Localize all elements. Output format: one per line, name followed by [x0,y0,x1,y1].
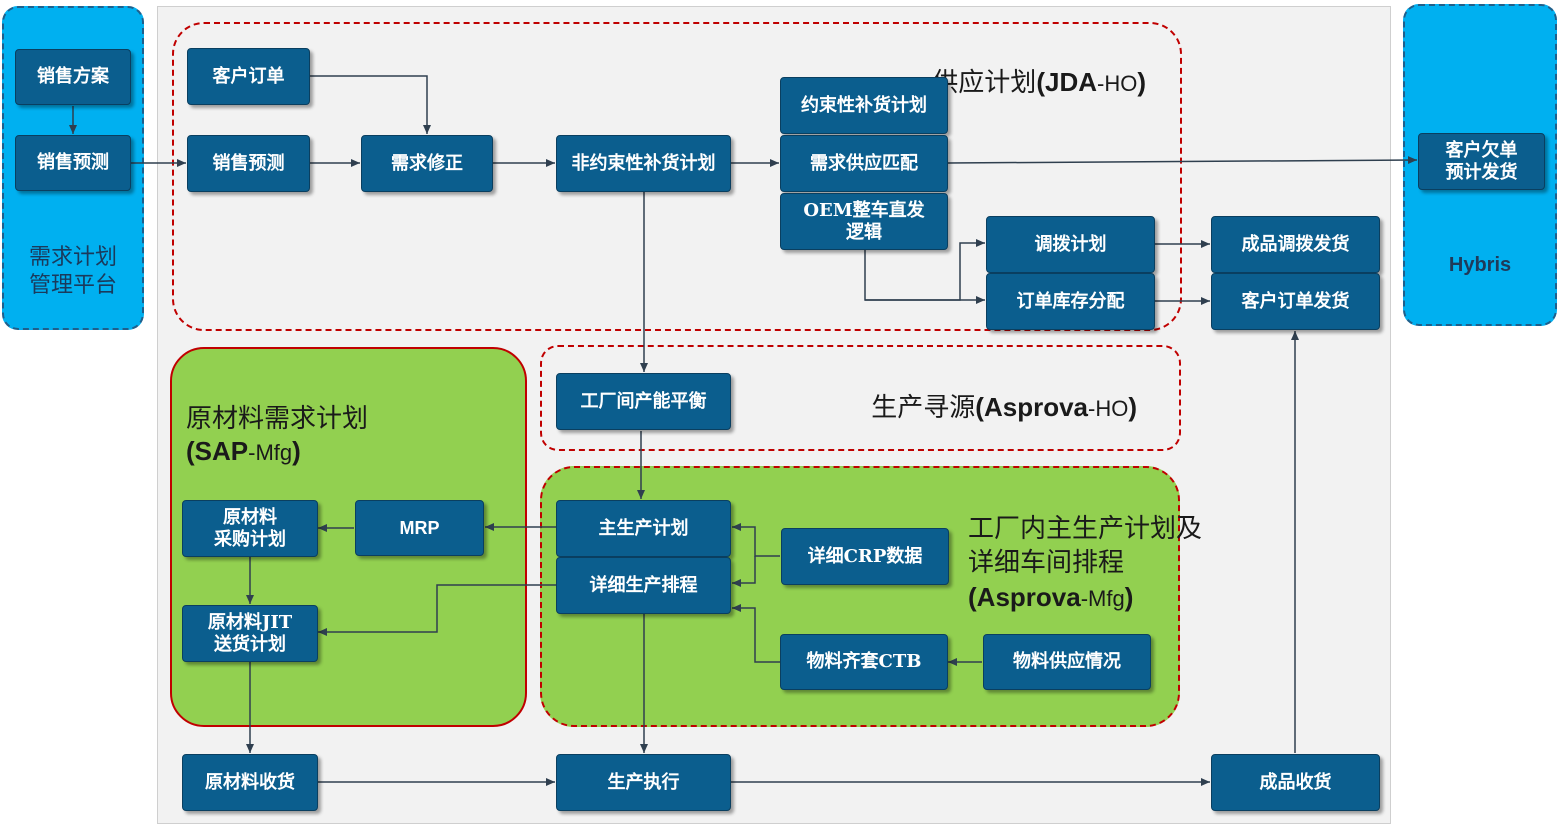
node-order-inventory-alloc[interactable]: 订单库存分配 [986,273,1155,330]
node-constrained-plan[interactable]: 约束性补货计划 [780,77,948,134]
in-factory-title-text: 工厂内主生产计划及 详细车间排程 [968,514,1203,578]
node-raw-material-receipt[interactable]: 原材料收货 [182,754,318,811]
node-raw-material-purchase[interactable]: 原材料 采购计划 [182,500,318,557]
production-sourcing-title-text: 生产寻源 [871,393,976,423]
node-customer-backorder[interactable]: 客户欠单 预计发货 [1418,133,1545,190]
node-fg-receipt[interactable]: 成品收货 [1211,754,1380,811]
in-factory-system: Asprova [976,582,1081,612]
raw-material-system: SAP [194,436,249,466]
edge-order-to-correction [310,75,431,134]
node-fg-transfer-ship[interactable]: 成品调拨发货 [1211,216,1380,273]
node-inter-factory-balance[interactable]: 工厂间产能平衡 [556,373,731,430]
supply-plan-region-title: 供应计划(JDA-HO) [932,67,1146,98]
supply-plan-region: 供应计划(JDA-HO) [172,22,1182,331]
production-sourcing-suffix: -HO [1088,396,1129,421]
node-sales-forecast-left[interactable]: 销售预测 [15,135,131,191]
node-material-ctb[interactable]: 物料齐套CTB [780,634,948,690]
node-unconstrained-plan[interactable]: 非约束性补货计划 [556,135,731,192]
node-raw-material-jit[interactable]: 原材料JIT 送货计划 [182,605,318,662]
production-sourcing-region: 生产寻源(Asprova-HO) [540,345,1181,451]
edge-crp-to-schedule [732,556,756,587]
in-factory-region-title: 工厂内主生产计划及 详细车间排程(Asprova-Mfg) [968,514,1203,612]
edge-match-to-backorder [947,156,1418,165]
edge-schedule-to-jit [318,584,556,636]
node-sales-plan[interactable]: 销售方案 [15,49,131,105]
hybris-platform-title: Hybris [1448,254,1512,276]
node-customer-order-ship[interactable]: 客户订单发货 [1211,273,1380,330]
node-detailed-crp[interactable]: 详细CRP数据 [781,528,949,585]
node-demand-supply-match[interactable]: 需求供应匹配 [780,135,948,192]
in-factory-suffix: -Mfg [1080,586,1125,611]
node-demand-correction[interactable]: 需求修正 [361,135,493,192]
edge-crp-to-mps [732,523,780,557]
raw-material-title-text: 原材料需求计划 [186,404,369,434]
node-oem-direct[interactable]: OEM整车直发 逻辑 [780,193,948,250]
node-master-production-plan[interactable]: 主生产计划 [556,500,731,557]
supply-plan-suffix: -HO [1097,71,1138,96]
node-transfer-plan[interactable]: 调拨计划 [986,216,1155,273]
raw-material-region-title: 原材料需求计划(SAP-Mfg) [186,404,369,466]
edge-ctb-to-schedule [732,604,780,663]
demand-planning-platform-title: 需求计划 管理平台 [28,245,117,298]
supply-plan-title-text: 供应计划 [932,68,1037,98]
node-detailed-scheduling[interactable]: 详细生产排程 [556,557,731,614]
node-production-execution[interactable]: 生产执行 [556,754,731,811]
supply-plan-system: JDA [1044,67,1097,97]
node-sales-forecast[interactable]: 销售预测 [187,135,310,192]
production-sourcing-system: Asprova [983,392,1088,422]
node-material-supply[interactable]: 物料供应情况 [983,634,1151,690]
edge-oem-to-transfer [864,239,985,301]
production-sourcing-region-title: 生产寻源(Asprova-HO) [871,392,1137,423]
raw-material-suffix: -Mfg [248,440,293,465]
node-customer-order[interactable]: 客户订单 [187,48,310,105]
node-mrp[interactable]: MRP [355,500,484,556]
